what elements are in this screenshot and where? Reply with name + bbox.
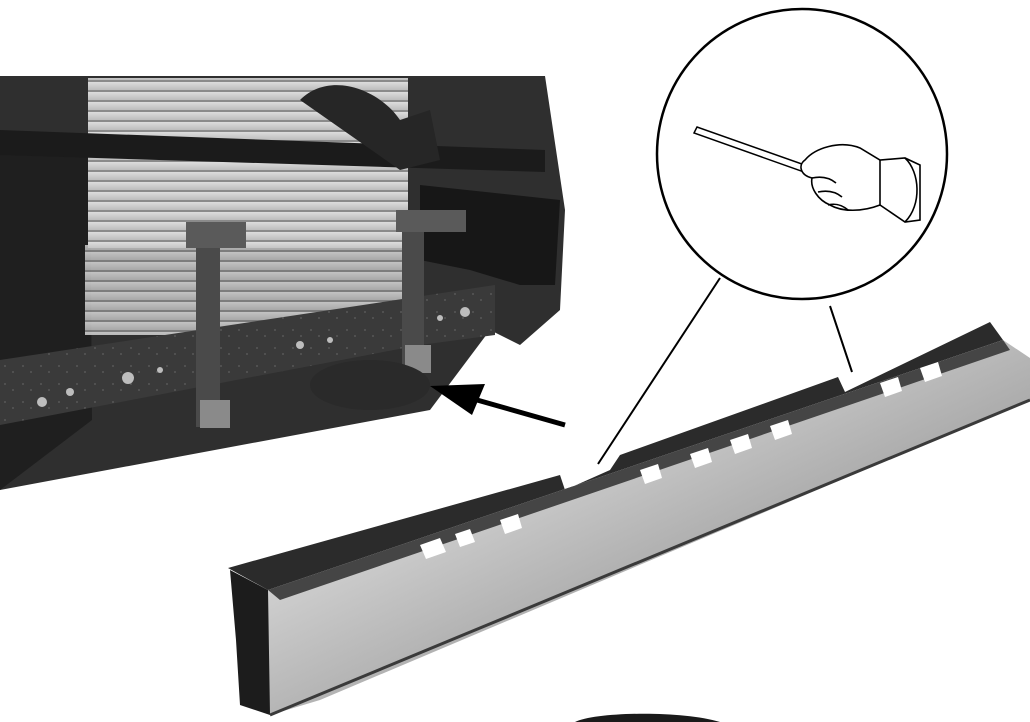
support-stand-right	[396, 210, 466, 373]
vehicle-front-end-photo	[0, 76, 565, 490]
direction-arrow	[430, 384, 566, 428]
lower-crossmember	[0, 285, 495, 425]
callout-border	[655, 7, 949, 301]
shield-lower-edge	[269, 398, 1030, 717]
detail-callout-circle	[655, 7, 949, 301]
hose-assembly	[300, 85, 440, 170]
crossmember-holes	[37, 307, 470, 407]
removed-lower-shield-photo	[228, 322, 1030, 717]
shield-cutouts	[420, 362, 942, 559]
shield-end-cap	[230, 570, 270, 715]
bottom-partial-object	[575, 713, 720, 722]
tire	[310, 360, 430, 410]
support-stand-left	[186, 222, 246, 428]
hand-tool-icon	[800, 144, 921, 223]
shield-face	[240, 340, 1030, 715]
leader-line-left	[597, 277, 721, 465]
callout-leaders	[597, 277, 853, 465]
arrow-head	[430, 384, 485, 415]
arrow-shaft	[469, 395, 566, 428]
shield-channel	[268, 340, 1010, 600]
shield-top-frame	[228, 322, 1003, 590]
leader-line-right	[829, 305, 853, 373]
